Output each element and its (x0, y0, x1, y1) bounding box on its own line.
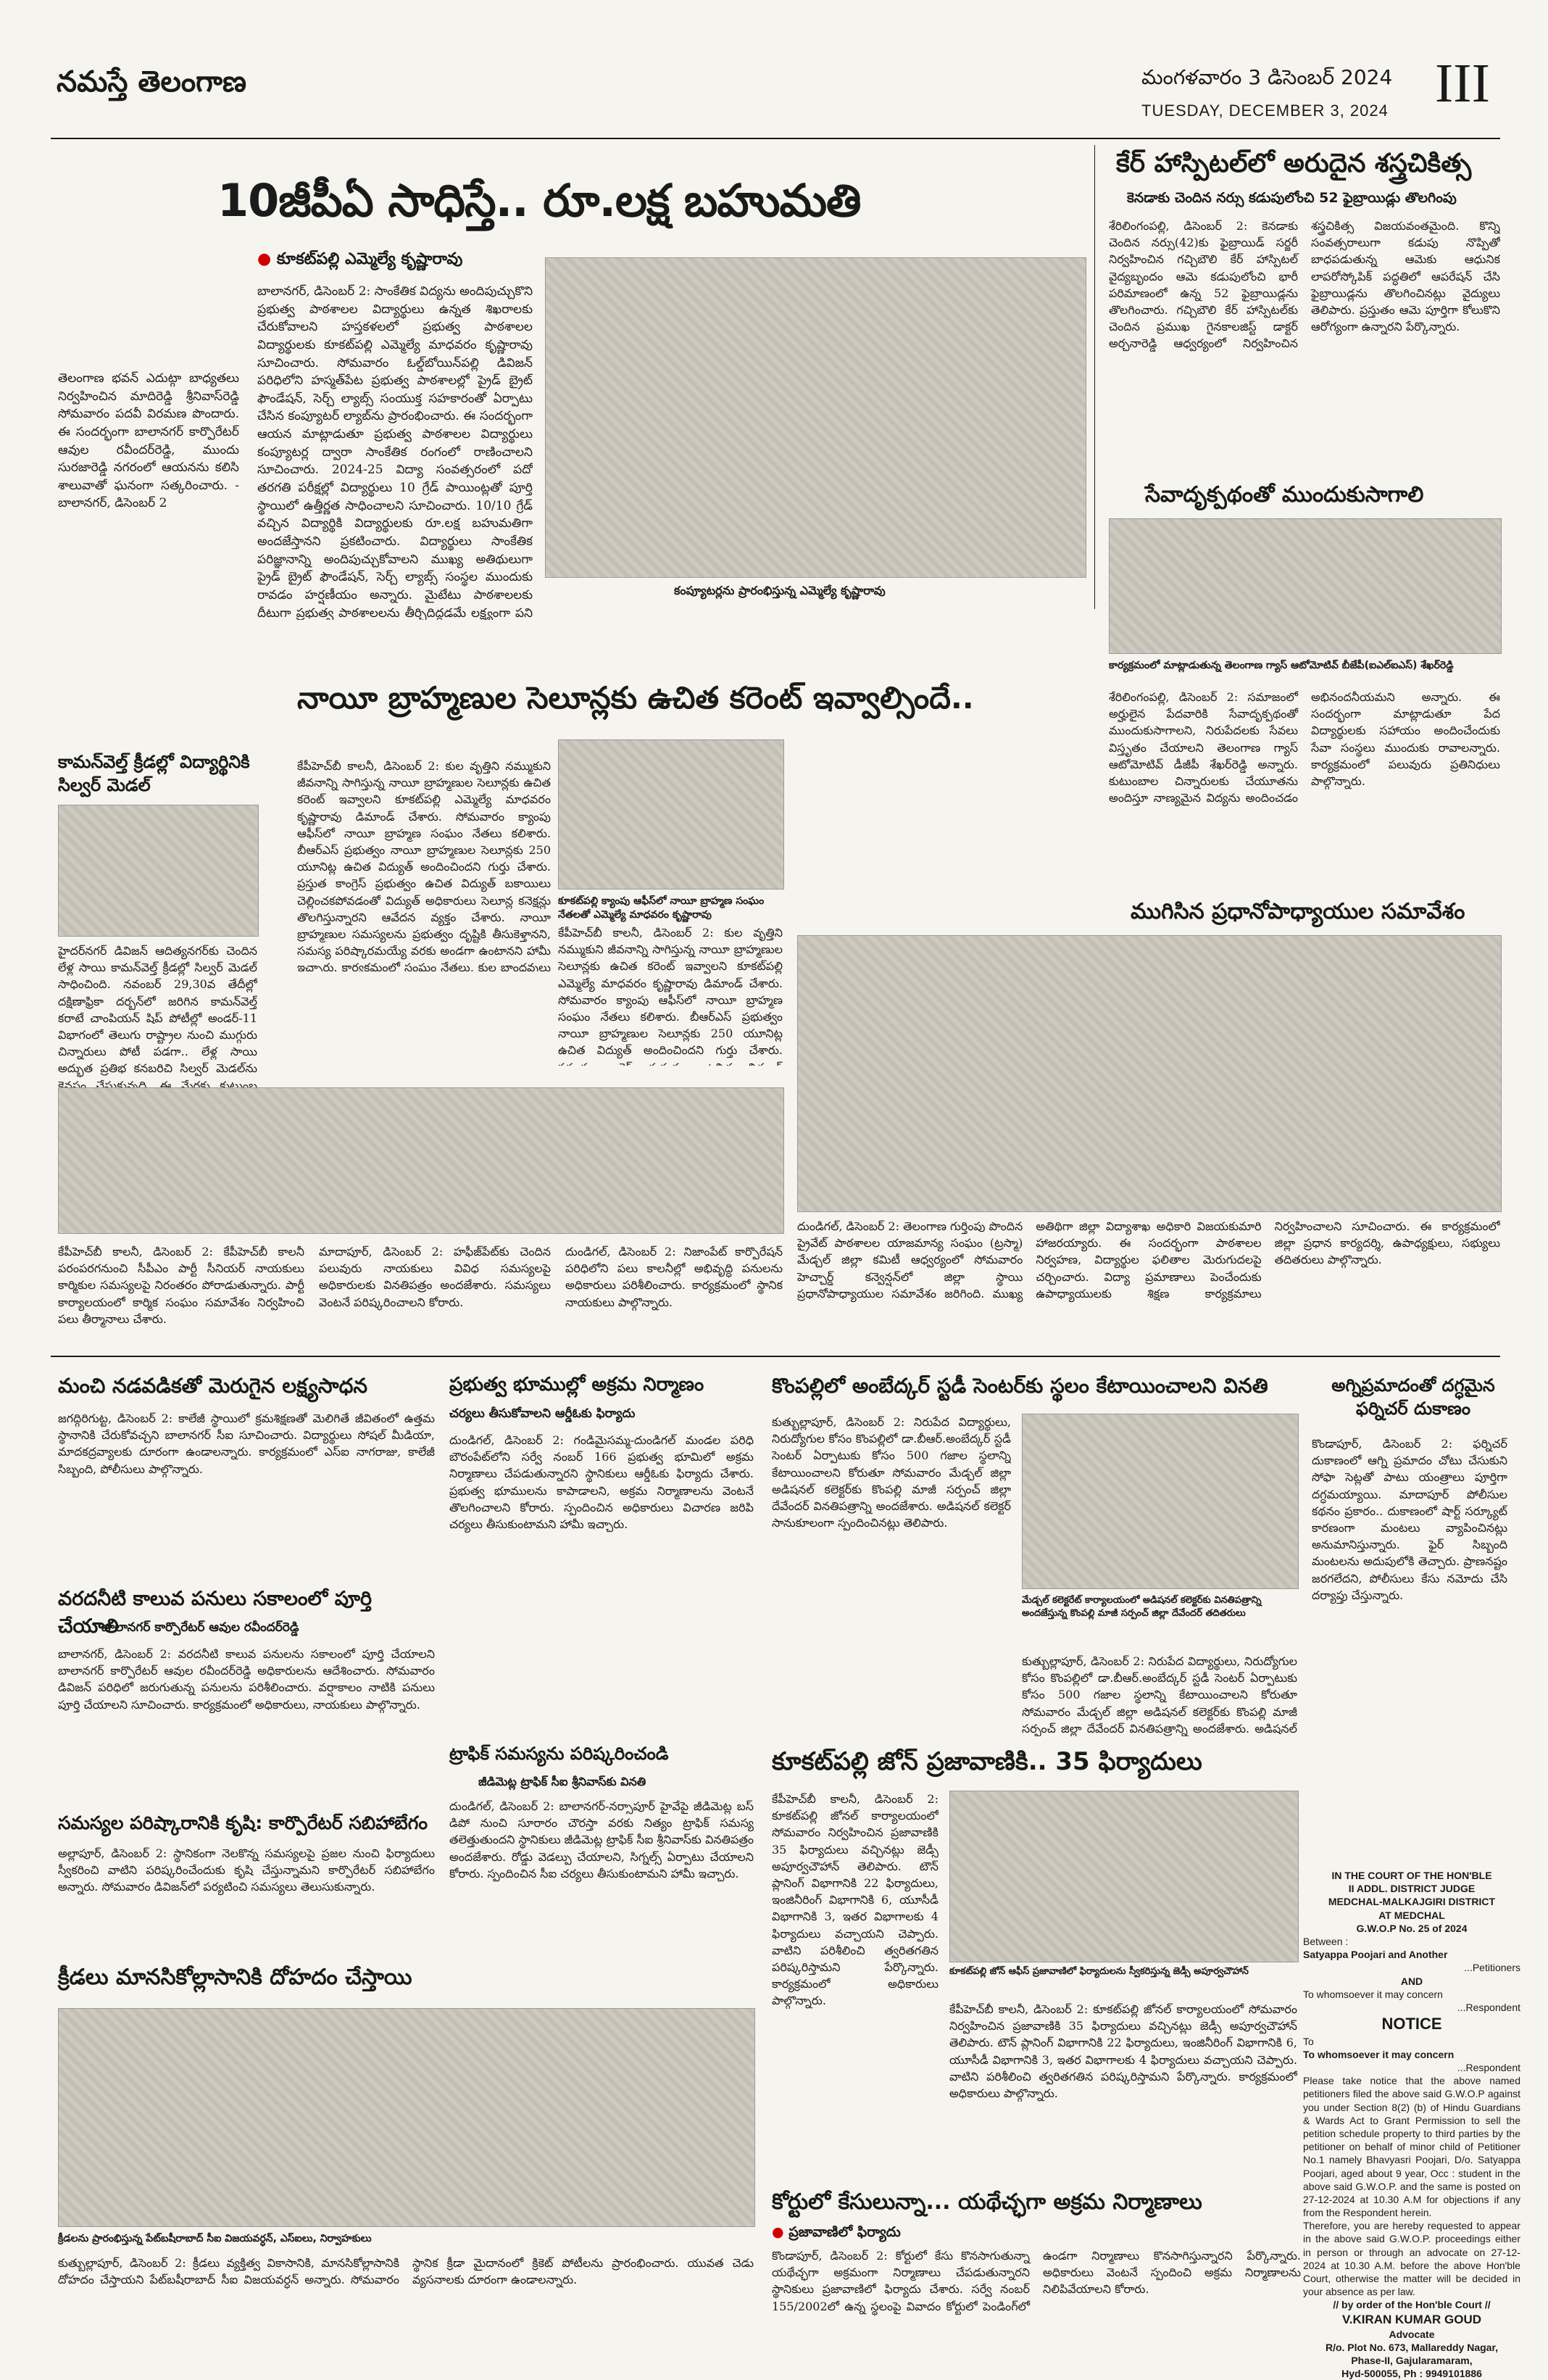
notice-to-2: To (1303, 2035, 1314, 2047)
notice-addr-2: Phase-II, Gajularamaram, (1351, 2355, 1473, 2367)
header-rule (51, 138, 1500, 139)
bullet-icon: ● (257, 250, 277, 268)
traffic-body: దుండిగల్, డిసెంబర్ 2: బాలానగర్-నర్సాపూర్… (449, 1799, 754, 1881)
notice-body: Please take notice that the above named … (1303, 2075, 1520, 2219)
prajavani-photo (949, 1791, 1299, 1962)
seva-headline: సేవాదృక్పథంతో ముందుకుసాగాలి (1145, 482, 1424, 507)
ambedkar-body-cont: కుత్బుల్లాపూర్, డిసెంబర్ 2: నిరుపేద విద్… (1022, 1654, 1297, 1736)
seva-body: శేరిలింగంపల్లి, డిసెంబర్ 2: సమాజంలో అర్హ… (1109, 690, 1500, 805)
notice-court-4: AT MEDCHAL (1378, 1909, 1445, 1921)
care-headline: కేర్ హాస్పిటల్‌లో అరుదైన శస్త్రచికిత్స (1116, 149, 1472, 178)
notice-party: Satyappa Poojari and Another (1303, 1949, 1448, 1961)
games-photo-caption: క్రీడలను ప్రారంభిస్తున్న పేట్‌బషీరాబాద్ … (58, 2233, 372, 2244)
nayi-photo-a (558, 739, 784, 890)
row2-item-c: దుండిగల్, డిసెంబర్ 2: నిజాంపేట్ కార్పొరే… (565, 1245, 783, 1309)
notice-court-1: IN THE COURT OF THE HON'BLE (1331, 1870, 1492, 1881)
masthead-title: నమస్తే తెలంగాణ (57, 65, 247, 99)
notice-respondent-1: ...Respondent (1457, 2001, 1520, 2013)
nayi-body: కేపీహెచ్‌బీ కాలనీ, డిసెంబర్ 2: కుల వృత్త… (297, 759, 551, 971)
lead-byline: ● కూకట్‌పల్లి ఎమ్మెల్యే కృష్ణారావు (257, 250, 533, 272)
legal-notice: IN THE COURT OF THE HON'BLE II ADDL. DIS… (1303, 1869, 1520, 2380)
lead-photo-caption: కంప్యూటర్లను ప్రారంభిస్తున్న ఎమ్మెల్యే క… (674, 584, 886, 597)
page-number: III (1435, 53, 1490, 114)
court-byline: ● ప్రజావాణిలో ఫిర్యాదు (772, 2224, 1062, 2244)
date-telugu: మంగళవారం 3 డిసెంబర్ 2024 (1141, 65, 1393, 89)
notice-court-2: II ADDL. DISTRICT JUDGE (1348, 1883, 1476, 1895)
lead-body: బాలానగర్, డిసెంబర్ 2: సాంకేతిక విద్యను అ… (257, 284, 533, 620)
seva-photo-caption: కార్యక్రమంలో మాట్లాడుతున్న తెలంగాణ గ్యాస… (1109, 660, 1454, 671)
issues-body: అల్లాపూర్, డిసెంబర్ 2: స్థానికంగా నెలకొన… (58, 1846, 435, 1894)
traffic-headline: ట్రాఫిక్ సమస్యను పరిష్కరించండి (449, 1743, 669, 1764)
games-photo (58, 2008, 755, 2227)
ambedkar-body: కుత్బుల్లాపూర్, డిసెంబర్ 2: నిరుపేద విద్… (772, 1415, 1011, 1530)
care-deck: కెనడాకు చెందిన నర్సు కడుపులోంచి 52 ఫైబ్ర… (1127, 190, 1457, 206)
row2-photo (58, 1087, 784, 1234)
court-headline: కోర్టులో కేసులున్నా... యథేచ్ఛగా అక్రమ ని… (772, 2189, 1202, 2215)
row2-item-a: కేపీహెచ్‌బీ కాలనీ, డిసెంబర్ 2: కేపీహెచ్‌… (58, 1245, 304, 1326)
section-rule (51, 1356, 1500, 1357)
notice-title: NOTICE (1381, 2015, 1442, 2033)
row2-item-b: మాదాపూర్, డిసెంబర్ 2: హఫీజ్‌పేట్‌కు చెంద… (319, 1245, 551, 1309)
lead-photo (545, 257, 1086, 578)
notice-between: Between : (1303, 1935, 1349, 1947)
notice-body-2: Therefore, you are hereby requested to a… (1303, 2220, 1520, 2298)
prajavani-body: కేపీహెచ్‌బీ కాలనీ, డిసెంబర్ 2: కూకట్‌పల్… (772, 1792, 939, 2008)
meeting-headline: ముగిసిన ప్రధానోపాధ్యాయుల సమావేశం (1131, 899, 1465, 924)
notice-role: Advocate (1389, 2328, 1435, 2340)
govt-headline: ప్రభుత్వ భూముల్లో అక్రమ నిర్మాణం (449, 1374, 704, 1396)
notice-court-3: MEDCHAL-MALKAJGIRI DISTRICT (1328, 1896, 1496, 1908)
notice-to-1: To whomsoever it may concern (1303, 1988, 1443, 2000)
govt-body: దుండిగల్, డిసెంబర్ 2: గండిమైసమ్మ-దుండిగల… (449, 1433, 754, 1531)
lead-headline: 10జీపీఏ సాధిస్తే.. రూ.లక్ష బహుమతి (217, 174, 862, 227)
fire-body: కొండాపూర్, డిసెంబర్ 2: ఫర్నిచర్ దుకాణంలో… (1312, 1437, 1507, 1602)
water-headline: వరదనీటి కాలువ పనులు సకాలంలో పూర్తి చేయాల… (58, 1588, 373, 1638)
govt-deck: చర్యలు తీసుకోవాలని ఆర్డీఓకు ఫిర్యాదు (449, 1406, 636, 1421)
vertical-rule (1094, 145, 1095, 609)
nayi-photo-caption: కూకట్‌పల్లి క్యాంపు ఆఫీస్‌లో నాయీ బ్రాహ్… (558, 895, 765, 921)
notice-addr-3: Hyd-500055, Ph : 9949101886 (1341, 2368, 1482, 2380)
prajavani-headline: కూకట్‌పల్లి జోన్ ప్రజావాణికి.. 35 ఫిర్యా… (772, 1747, 1202, 1776)
notice-gwop: G.W.O.P No. 25 of 2024 (1356, 1922, 1468, 1934)
notice-respondent-2: ...Respondent (1457, 2062, 1520, 2074)
seva-photo (1109, 518, 1502, 654)
fire-headline: అగ్నిప్రమాదంతో దగ్ధమైన ఫర్నిచర్ దుకాణం (1331, 1375, 1495, 1419)
date-english: TUESDAY, DECEMBER 3, 2024 (1141, 101, 1389, 120)
meeting-body: దుండిగల్, డిసెంబర్ 2: తెలంగాణ గుర్తింపు … (797, 1219, 1500, 1301)
games-headline: క్రీడలు మానసికోల్లాసానికి దోహదం చేస్తాయి (58, 1965, 412, 1990)
ambedkar-headline: కొంపల్లిలో అంబేద్కర్ స్టడీ సెంటర్‌కు స్థ… (772, 1374, 1268, 1398)
ambedkar-photo-caption: మేడ్చల్ కలెక్టరేట్ కార్యాలయంలో అడిషనల్ క… (1022, 1595, 1262, 1619)
care-body: శేరిలింగంపల్లి, డిసెంబర్ 2: కెనడాకు చెంద… (1109, 219, 1500, 351)
notice-name: V.KIRAN KUMAR GOUD (1341, 2312, 1482, 2326)
notice-addr-1: R/o. Plot No. 673, Mallareddy Nagar, (1325, 2341, 1499, 2353)
prajavani-body-cont: కేపీహెచ్‌బీ కాలనీ, డిసెంబర్ 2: కూకట్‌పల్… (949, 2002, 1297, 2100)
lead-byline-text: కూకట్‌పల్లి ఎమ్మెల్యే కృష్ణారావు (276, 250, 463, 268)
games-body: కుత్బుల్లాపూర్, డిసెంబర్ 2: క్రీడలు వ్యక… (58, 2256, 754, 2287)
notice-to-3: To whomsoever it may concern (1303, 2048, 1455, 2060)
prajavani-photo-caption: కూకట్‌పల్లి జోన్ ఆఫీస్ ప్రజావాణిలో ఫిర్య… (949, 1966, 1249, 1977)
water-body: బాలానగర్, డిసెంబర్ 2: వరదనీటి కాలువ పనుల… (58, 1647, 435, 1712)
court-body: కొండాపూర్, డిసెంబర్ 2: కోర్టులో కేసు కొన… (772, 2249, 1301, 2313)
notice-sign: // by order of the Hon'ble Court // (1333, 2299, 1491, 2311)
good-body: జగద్గిరిగుట్ట, డిసెంబర్ 2: కాలేజీ స్థాయి… (58, 1411, 435, 1476)
ambedkar-photo (1022, 1414, 1299, 1589)
notice-and: AND (1400, 1975, 1423, 1987)
nayi-headline: నాయీ బ్రాహ్మణుల సెలూన్లకు ఉచిత కరెంట్ ఇవ… (297, 680, 974, 716)
good-headline: మంచి నడవడికతో మెరుగైన లక్ష్యసాధన (58, 1374, 368, 1398)
lead-side-note: తెలంగాణ భవన్ ఎదుట్గా బాధ్యతలు నిర్వహించి… (58, 371, 239, 511)
court-byline-text: ప్రజావాణిలో ఫిర్యాదు (788, 2224, 901, 2240)
traffic-deck: జీడిమెట్ల ట్రాఫిక్ సీఐ శ్రీనివాస్‌కు విన… (478, 1775, 646, 1788)
meeting-photo (797, 935, 1502, 1212)
nayi-body-cont: కేపీహెచ్‌బీ కాలనీ, డిసెంబర్ 2: కుల వృత్త… (558, 926, 783, 1066)
bullet-icon: ● (772, 2224, 789, 2240)
notice-petitioners: ...Petitioners (1464, 1962, 1520, 1974)
sports-headline: కామన్‌వెల్త్ క్రీడల్లో విద్యార్థినికి సి… (58, 752, 250, 796)
sports-photo (58, 805, 259, 937)
issues-headline: సమస్యల పరిష్కారానికి కృషి: కార్పొరేటర్ స… (58, 1812, 428, 1833)
water-deck: బాలానగర్ కార్పొరేటర్ ఆవుల రవీందర్‌రెడ్డి (101, 1620, 299, 1635)
